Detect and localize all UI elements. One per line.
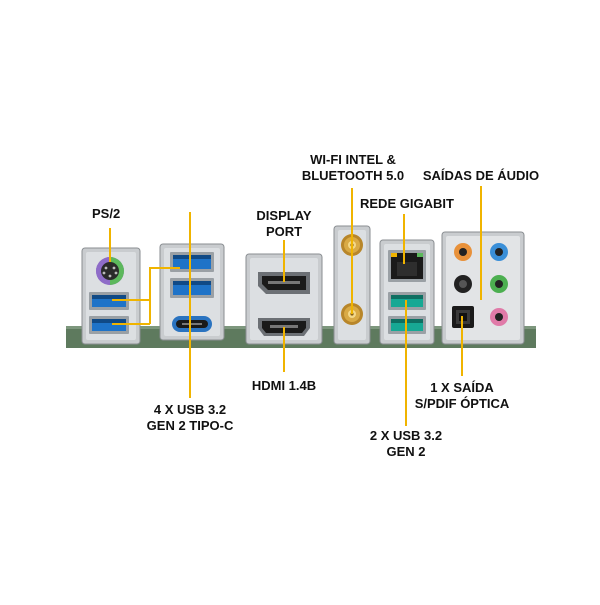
label-ps2: PS/2 xyxy=(92,206,120,222)
label-display-port: DISPLAY PORT xyxy=(248,208,320,240)
label-hdmi-text: HDMI 1.4B xyxy=(251,378,317,393)
callout-lines xyxy=(109,186,482,426)
audio-block xyxy=(441,231,525,345)
label-wifi-line1: WI-FI INTEL & xyxy=(310,152,396,167)
label-spdif: 1 X SAÍDA S/PDIF ÓPTICA xyxy=(412,380,512,412)
label-usb-gen2: 2 X USB 3.2 GEN 2 xyxy=(362,428,450,460)
label-lan-text: REDE GIGABIT xyxy=(360,196,454,211)
usb-port-ps2-lower xyxy=(89,316,129,334)
audio-jack-blue xyxy=(490,243,508,261)
label-usb-c-line1: 4 X USB 3.2 xyxy=(153,402,227,417)
usb-port-ps2-upper xyxy=(89,292,129,310)
label-display-port-line1: DISPLAY xyxy=(256,208,312,223)
label-spdif-line2: S/PDIF ÓPTICA xyxy=(414,396,510,411)
audio-jack-black xyxy=(454,275,472,293)
label-usb-gen2-line1: 2 X USB 3.2 xyxy=(369,428,443,443)
label-audio-out: SAÍDAS DE ÁUDIO xyxy=(420,168,542,184)
label-wifi: WI-FI INTEL & BLUETOOTH 5.0 xyxy=(298,152,408,184)
usb-port-stack2-lower xyxy=(170,278,214,298)
label-lan: REDE GIGABIT xyxy=(360,196,454,212)
callout-line-usb-branch xyxy=(112,267,180,301)
usb-port-stack2-upper xyxy=(170,252,214,272)
label-ps2-text: PS/2 xyxy=(92,206,121,221)
ethernet-port xyxy=(388,250,426,282)
dp-hdmi-stack xyxy=(245,253,323,345)
label-usb-c: 4 X USB 3.2 GEN 2 TIPO-C xyxy=(140,402,240,434)
audio-jack-orange xyxy=(454,243,472,261)
displayport-port xyxy=(258,272,310,294)
audio-jack-pink xyxy=(490,308,508,326)
label-wifi-line2: BLUETOOTH 5.0 xyxy=(301,168,405,183)
audio-jack-green xyxy=(490,275,508,293)
ps2-port xyxy=(96,257,124,285)
ps2-usb-stack xyxy=(81,247,141,345)
label-display-port-line2: PORT xyxy=(265,224,303,239)
usb-type-c-port xyxy=(172,316,212,332)
usb-typec-stack xyxy=(159,243,225,341)
label-usb-c-line2: GEN 2 TIPO-C xyxy=(146,418,234,433)
label-audio-out-text: SAÍDAS DE ÁUDIO xyxy=(422,168,540,183)
label-spdif-line1: 1 X SAÍDA xyxy=(430,380,494,395)
label-usb-gen2-line2: GEN 2 xyxy=(386,444,426,459)
label-hdmi: HDMI 1.4B xyxy=(246,378,322,394)
